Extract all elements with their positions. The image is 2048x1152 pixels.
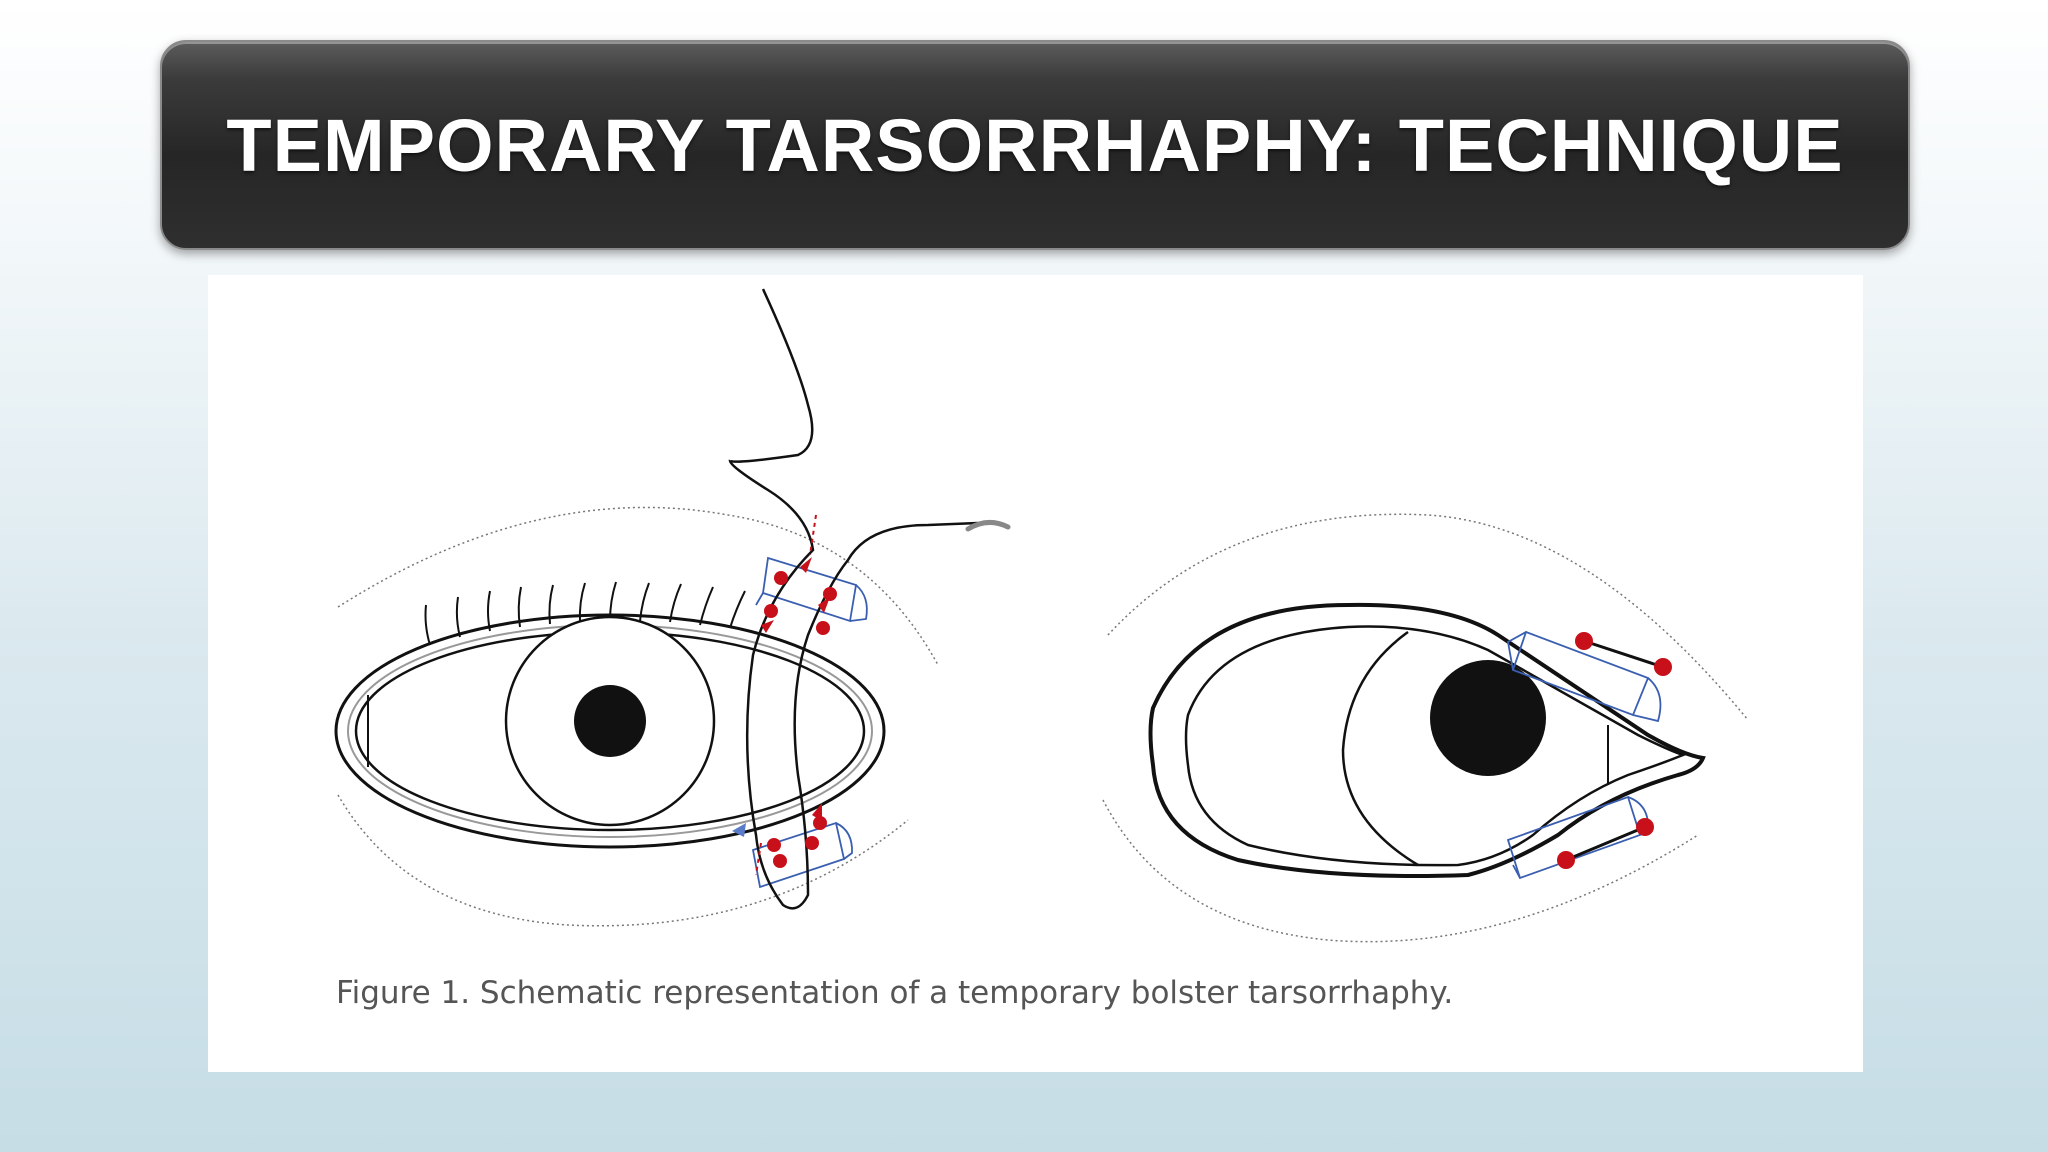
right-eyelid-inner	[1184, 625, 1687, 867]
right-eyelid-outer	[1148, 602, 1706, 878]
left-suture-points	[761, 557, 837, 868]
figure-panel: Figure 1. Schematic representation of a …	[208, 275, 1863, 1072]
right-lower-orbit-outline	[1102, 799, 1699, 943]
right-upper-suture	[1575, 632, 1672, 676]
blue-marker	[732, 823, 746, 837]
right-eye-diagram	[1102, 513, 1749, 943]
left-eyelashes	[424, 581, 746, 646]
title-banner: TEMPORARY TARSORRHAPHY: TECHNIQUE	[160, 40, 1910, 250]
right-upper-bolster	[1507, 630, 1662, 723]
left-lower-orbit-outline	[337, 794, 909, 927]
tarsorrhaphy-schematic	[334, 288, 1749, 943]
right-pupil	[1430, 660, 1546, 776]
right-iris	[1341, 630, 1419, 867]
slide-title: TEMPORARY TARSORRHAPHY: TECHNIQUE	[226, 103, 1844, 187]
left-upper-bolster	[755, 556, 868, 623]
left-eyelid-outer	[334, 613, 886, 849]
suture-thread	[728, 288, 979, 910]
left-lower-bolster	[751, 821, 853, 889]
right-lower-suture	[1557, 818, 1654, 869]
suture-direction-dashes	[809, 514, 817, 556]
figure-caption: Figure 1. Schematic representation of a …	[336, 975, 1454, 1011]
needle	[965, 520, 1011, 532]
left-eye-diagram	[334, 288, 1011, 927]
right-upper-orbit-outline	[1107, 513, 1749, 721]
left-upper-orbit-outline	[337, 506, 939, 666]
left-pupil	[574, 685, 646, 757]
